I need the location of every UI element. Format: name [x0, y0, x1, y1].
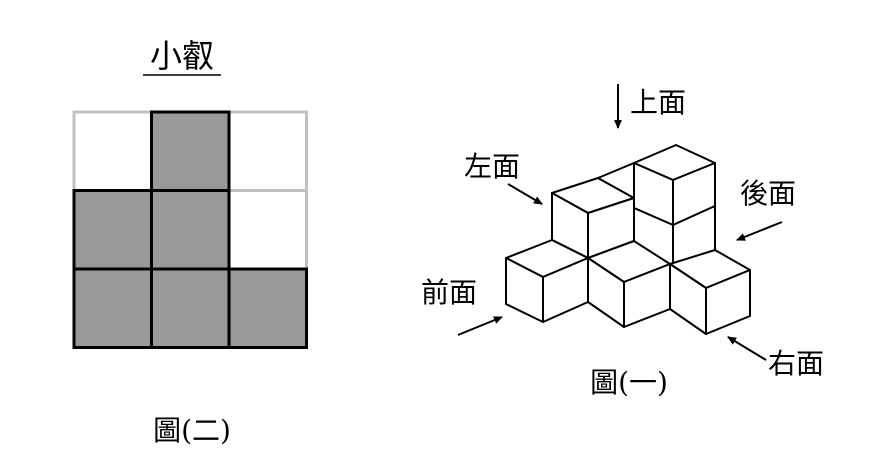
left-arrow	[507, 183, 543, 205]
right-figure-caption: 圖(一)	[590, 366, 668, 399]
left-figure: 小叡 圖(二)	[72, 37, 308, 447]
label-right: 右面	[768, 347, 824, 380]
grid-cell-filled	[150, 110, 231, 192]
grid-cell-filled	[72, 267, 153, 349]
right-figure: 上面 左面 後面 前面 右面 圖(一)	[421, 84, 824, 399]
grid-cell-filled	[150, 189, 231, 271]
label-back: 後面	[740, 177, 796, 210]
grid-cell-empty	[72, 110, 153, 192]
grid-cell-filled	[72, 189, 153, 271]
left-figure-caption: 圖(二)	[153, 414, 231, 447]
label-left: 左面	[464, 150, 520, 183]
cube-structure	[505, 144, 751, 335]
grid-cell-filled	[150, 267, 231, 349]
label-front: 前面	[421, 276, 477, 309]
left-figure-title: 小叡	[150, 37, 214, 75]
grid-cell-filled	[227, 267, 308, 349]
grid-cell-empty	[227, 189, 308, 271]
right-arrow	[727, 336, 767, 361]
top-view-grid	[72, 110, 308, 349]
front-arrow	[457, 316, 503, 336]
cube-face	[705, 269, 751, 335]
label-top: 上面	[630, 86, 686, 119]
grid-cell-empty	[227, 110, 308, 192]
back-arrow	[736, 221, 783, 241]
